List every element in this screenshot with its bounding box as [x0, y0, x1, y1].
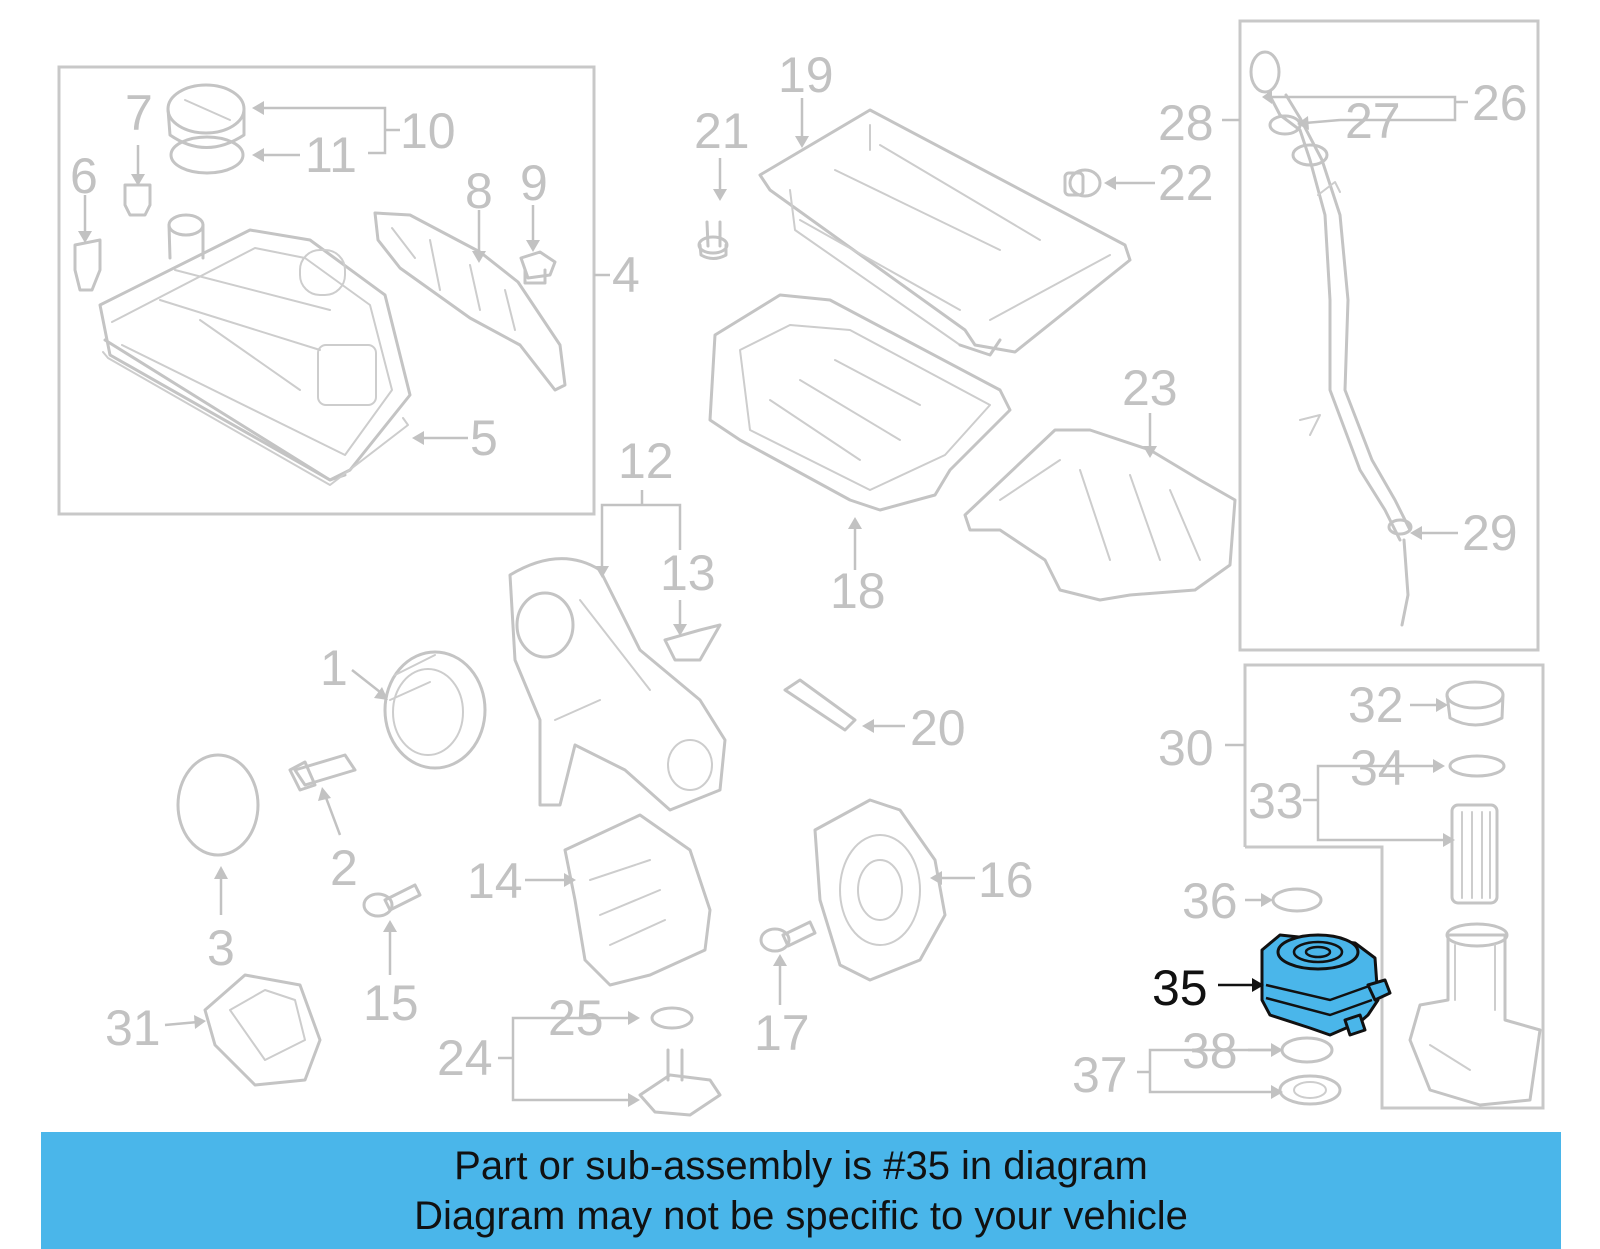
oil-cooler-highlighted[interactable] [1260, 933, 1392, 1037]
callout-18: 18 [830, 563, 886, 619]
callout-27: 27 [1345, 93, 1401, 149]
oil-baffle [963, 428, 1237, 602]
leader-lines [78, 90, 1468, 1107]
callout-16: 16 [978, 852, 1034, 908]
callout-26: 26 [1472, 75, 1528, 131]
oil-pressure-switch [638, 1048, 722, 1117]
oil-pan-lower [708, 293, 1012, 512]
callout-1: 1 [320, 640, 348, 696]
callout-35: 35 [1152, 960, 1208, 1016]
callout-34: 34 [1350, 740, 1406, 796]
oil-dipstick-tube [1249, 50, 1413, 627]
callout-31: 31 [105, 1000, 161, 1056]
callout-17: 17 [754, 1005, 810, 1061]
callout-33: 33 [1248, 773, 1304, 829]
callout-9: 9 [520, 155, 548, 211]
camshaft-seal-cap [176, 753, 260, 857]
callout-38: 38 [1182, 1023, 1238, 1079]
breather-plug [123, 183, 152, 217]
callout-12: 12 [618, 433, 674, 489]
timing-belt-cover-lower [563, 813, 712, 987]
info-banner-line-2: Diagram may not be specific to your vehi… [414, 1193, 1188, 1238]
callout-37: 37 [1072, 1047, 1128, 1103]
callout-36: 36 [1182, 873, 1238, 929]
crankshaft-pulley [383, 650, 487, 770]
callout-24: 24 [437, 1030, 493, 1086]
cooler-seal-37 [1278, 1074, 1342, 1106]
oil-filter-housing [1408, 922, 1542, 1107]
oil-pump-cover [203, 973, 322, 1087]
callout-6: 6 [70, 148, 98, 204]
cover-bolt-15 [362, 883, 422, 918]
callout-29: 29 [1462, 505, 1518, 561]
callout-11: 11 [305, 127, 357, 183]
callout-14: 14 [467, 853, 523, 909]
oil-pan-bolt [697, 220, 729, 260]
oil-drain-plug [1063, 168, 1102, 198]
oil-pan-upper [758, 108, 1132, 357]
deflector-bolt [519, 250, 557, 285]
cooler-o-ring-36 [1271, 887, 1323, 913]
callout-20: 20 [910, 700, 966, 756]
callout-30: 30 [1158, 720, 1214, 776]
frame-dipstick-group [1238, 19, 1540, 652]
valve-cover-assembly [98, 213, 412, 482]
cover-bolt-17 [759, 920, 817, 953]
callout-5: 5 [470, 410, 498, 466]
oil-filter-element [1450, 803, 1499, 905]
info-banner: Part or sub-assembly is #35 in diagram D… [41, 1132, 1561, 1249]
frame-cylinder-head-cover-group [57, 65, 596, 516]
filter-cap-o-ring [1448, 754, 1506, 778]
callout-28: 28 [1158, 95, 1214, 151]
oil-filler-cap [166, 83, 246, 149]
pressure-switch-seal [650, 1006, 694, 1030]
cooler-o-ring-38 [1280, 1036, 1334, 1064]
callout-7: 7 [125, 85, 153, 141]
callout-23: 23 [1122, 360, 1178, 416]
callout-labels: 1 2 3 4 5 6 7 8 9 10 11 12 13 14 15 16 1… [70, 47, 1528, 1103]
callout-4: 4 [612, 247, 640, 303]
frame-oil-filter-group [1243, 663, 1545, 1110]
callout-22: 22 [1158, 155, 1214, 211]
filler-cap-seal [169, 135, 245, 175]
pcv-valve [73, 238, 102, 292]
callout-32: 32 [1348, 677, 1404, 733]
cover-clip [663, 623, 722, 662]
oil-filter-cap [1445, 680, 1505, 727]
callout-13: 13 [660, 545, 716, 601]
callout-10: 10 [400, 103, 456, 159]
oil-deflector-panel [373, 211, 567, 392]
callout-2: 2 [330, 840, 358, 896]
pulley-bolt [288, 753, 357, 792]
sealant-tube [783, 678, 857, 732]
callout-8: 8 [465, 163, 493, 219]
valve-cover-gasket [102, 351, 409, 486]
timing-belt-cover-rear [813, 798, 947, 982]
callout-25: 25 [548, 990, 604, 1046]
info-banner-line-1: Part or sub-assembly is #35 in diagram [454, 1143, 1148, 1188]
callout-21: 21 [694, 103, 750, 159]
callout-3: 3 [207, 920, 235, 976]
callout-19: 19 [778, 47, 834, 103]
callout-15: 15 [363, 975, 419, 1031]
